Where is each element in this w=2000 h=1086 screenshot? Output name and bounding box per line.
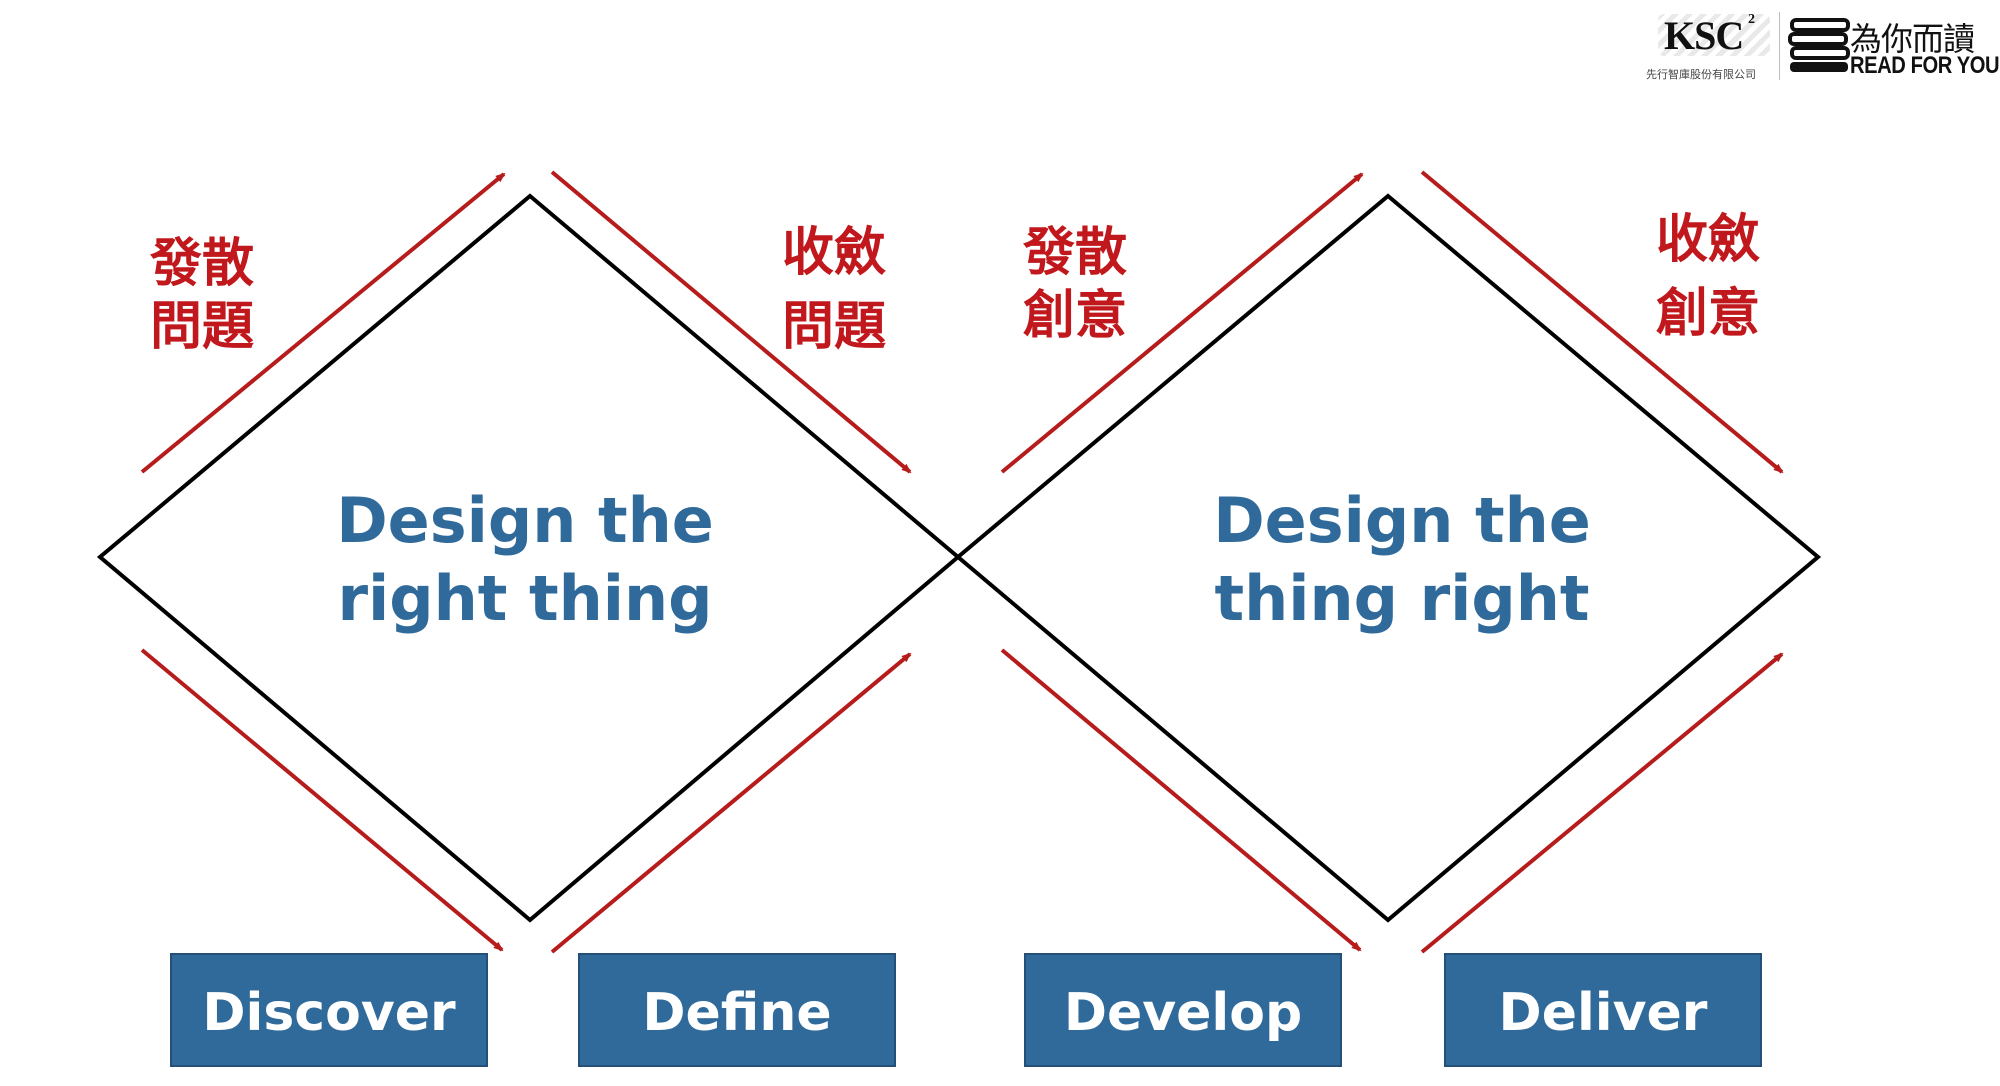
diamond-1-center-line-2: right thing (337, 562, 712, 635)
stage-develop: Develop (1024, 953, 1342, 1067)
phase-label-diverge-2-line-1: 發散 (1022, 223, 1127, 283)
ksc-logo-text: KSC (1664, 13, 1744, 58)
phase-label-converge-2-line-2: 創意 (1656, 284, 1760, 344)
stage-define-label: Define (642, 983, 831, 1043)
ksc-logo-superscript: 2 (1748, 12, 1755, 27)
diamond-2-center-text: Design the thing right (1213, 484, 1591, 635)
phase-label-diverge-2-line-2: 創意 (1023, 286, 1127, 346)
diamond-2-center-line-2: thing right (1214, 562, 1589, 635)
arrow-converge-upper-1 (550, 170, 912, 474)
ksc-company-name: 先行智庫股份有限公司 (1646, 68, 1756, 81)
phase-label-converge-2-line-1: 收斂 (1656, 210, 1760, 270)
phase-label-diverge-1: 發散 問題 (149, 234, 254, 357)
stage-deliver-label: Deliver (1499, 983, 1708, 1043)
stacked-books-icon (1788, 18, 1850, 72)
diamond-problem-space (96, 193, 962, 923)
arrow-diverge-upper-1 (140, 172, 506, 474)
arrow-diverge-lower-1 (140, 648, 504, 952)
read-for-you-chinese: 為你而讀 (1850, 20, 1975, 58)
arrow-diverge-upper-2 (1000, 172, 1364, 474)
stage-deliver: Deliver (1444, 953, 1762, 1067)
phase-label-converge-2: 收斂 創意 (1656, 210, 1760, 344)
arrow-diverge-lower-2 (1000, 648, 1362, 952)
phase-label-converge-1: 收斂 問題 (782, 223, 886, 357)
read-for-you-english: READ FOR YOU (1850, 52, 2000, 79)
stage-develop-label: Develop (1064, 983, 1302, 1043)
ksc-logo-mark (1658, 14, 1770, 56)
phase-label-diverge-1-line-2: 問題 (150, 297, 254, 357)
ksc-logo: KSC 2 先行智庫股份有限公司 (1646, 8, 1772, 84)
arrow-converge-upper-2 (1420, 170, 1784, 474)
arrow-converge-lower-1 (550, 652, 912, 954)
stage-discover-label: Discover (202, 983, 456, 1043)
diamond-solution-space (954, 193, 1822, 923)
diamond-2-center-line-1: Design the (1213, 484, 1591, 557)
phase-label-converge-1-line-1: 收斂 (782, 223, 886, 283)
arrow-converge-lower-2 (1420, 652, 1784, 954)
phase-label-diverge-1-line-1: 發散 (149, 234, 254, 294)
brand-logos: KSC 2 先行智庫股份有限公司 為你而讀 READ FOR YOU (1646, 8, 2000, 84)
phase-label-converge-1-line-2: 問題 (782, 297, 886, 357)
logo-divider (1779, 12, 1780, 80)
diamond-1-center-line-1: Design the (336, 484, 714, 557)
phase-label-diverge-2: 發散 創意 (1022, 223, 1127, 346)
stage-define: Define (578, 953, 896, 1067)
diamond-1-center-text: Design the right thing (336, 484, 714, 635)
stage-discover: Discover (170, 953, 488, 1067)
